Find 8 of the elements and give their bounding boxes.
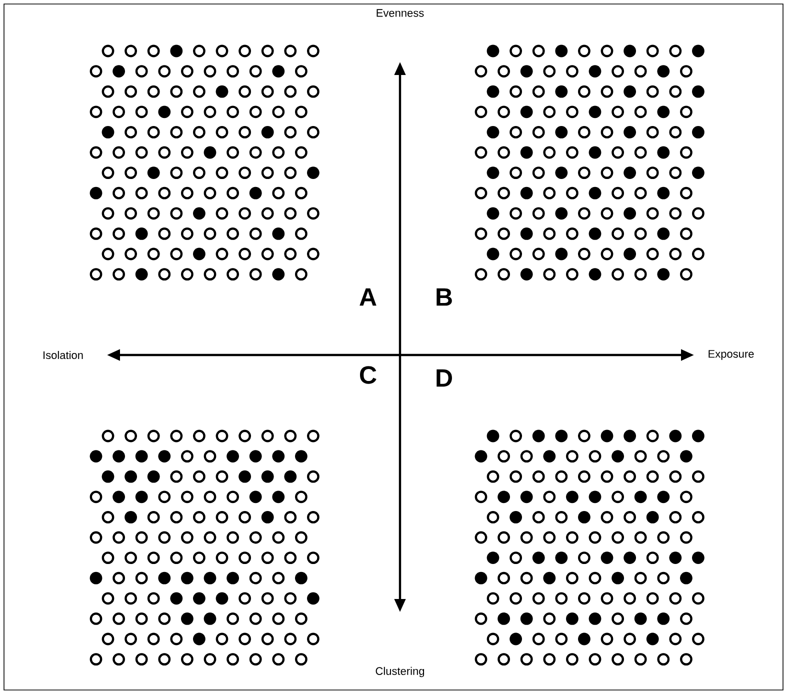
quadrant-letter: C <box>360 366 376 384</box>
quadrant-letter: D <box>436 369 452 387</box>
axis-label: Isolation <box>44 350 83 360</box>
quadrant-letter: B <box>436 288 452 306</box>
quadrant-letter: A <box>360 288 376 306</box>
axis-label: Clustering <box>376 666 424 678</box>
axis-label: Exposure <box>708 350 754 360</box>
axis-label: Evenness <box>376 9 424 17</box>
